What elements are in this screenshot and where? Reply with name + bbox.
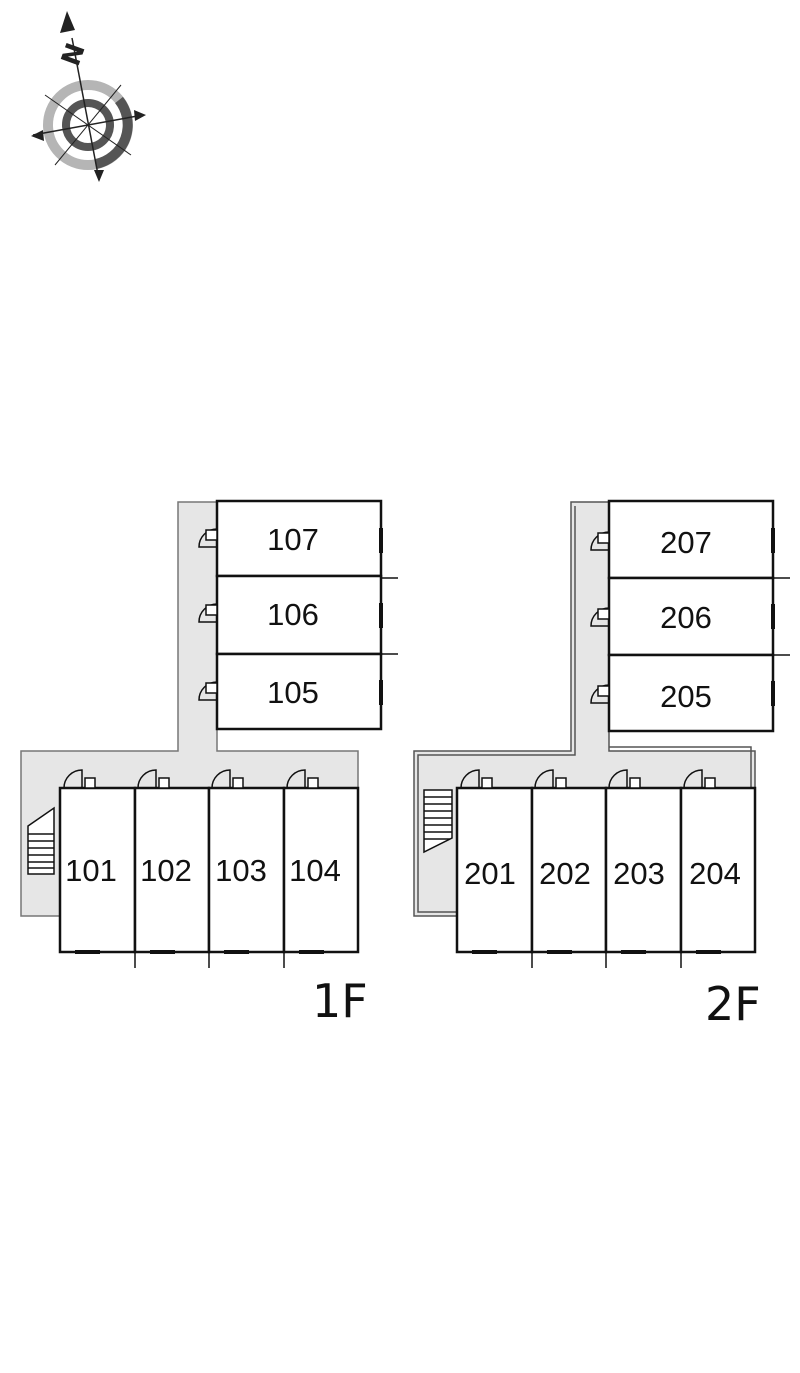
unit-label: 204 xyxy=(689,856,741,891)
door-icon xyxy=(198,528,218,701)
unit-104 xyxy=(282,786,360,954)
floor-label-2f: 2F xyxy=(705,977,761,1031)
unit-label: 201 xyxy=(464,856,516,891)
door-icon xyxy=(590,531,610,704)
unit-202 xyxy=(530,786,608,954)
door-icon xyxy=(63,769,319,789)
unit-label: 101 xyxy=(65,853,117,888)
unit-203 xyxy=(604,786,683,954)
unit-label: 205 xyxy=(660,679,712,714)
unit-204 xyxy=(679,786,757,954)
unit-label: 105 xyxy=(267,675,319,710)
floor-1-plan: 107 106 105 101 102 103 104 1F xyxy=(20,499,398,1028)
unit-label: 206 xyxy=(660,600,712,635)
unit-label: 202 xyxy=(539,856,591,891)
unit-102 xyxy=(133,786,211,954)
stairs-icon xyxy=(423,789,453,854)
unit-label: 106 xyxy=(267,597,319,632)
floor-2-plan: 207 206 205 201 202 203 204 2F xyxy=(413,499,790,1031)
unit-label: 203 xyxy=(613,856,665,891)
unit-label: 104 xyxy=(289,853,341,888)
unit-label: 107 xyxy=(267,522,319,557)
unit-label: 103 xyxy=(215,853,267,888)
compass-rose-icon: N xyxy=(31,11,146,182)
stairs-icon xyxy=(27,806,55,875)
unit-207 xyxy=(607,499,775,580)
door-icon xyxy=(460,769,716,789)
floor-label-1f: 1F xyxy=(312,974,368,1028)
unit-205 xyxy=(607,653,775,733)
unit-label: 102 xyxy=(140,853,192,888)
unit-label: 207 xyxy=(660,525,712,560)
north-label: N xyxy=(56,39,92,70)
